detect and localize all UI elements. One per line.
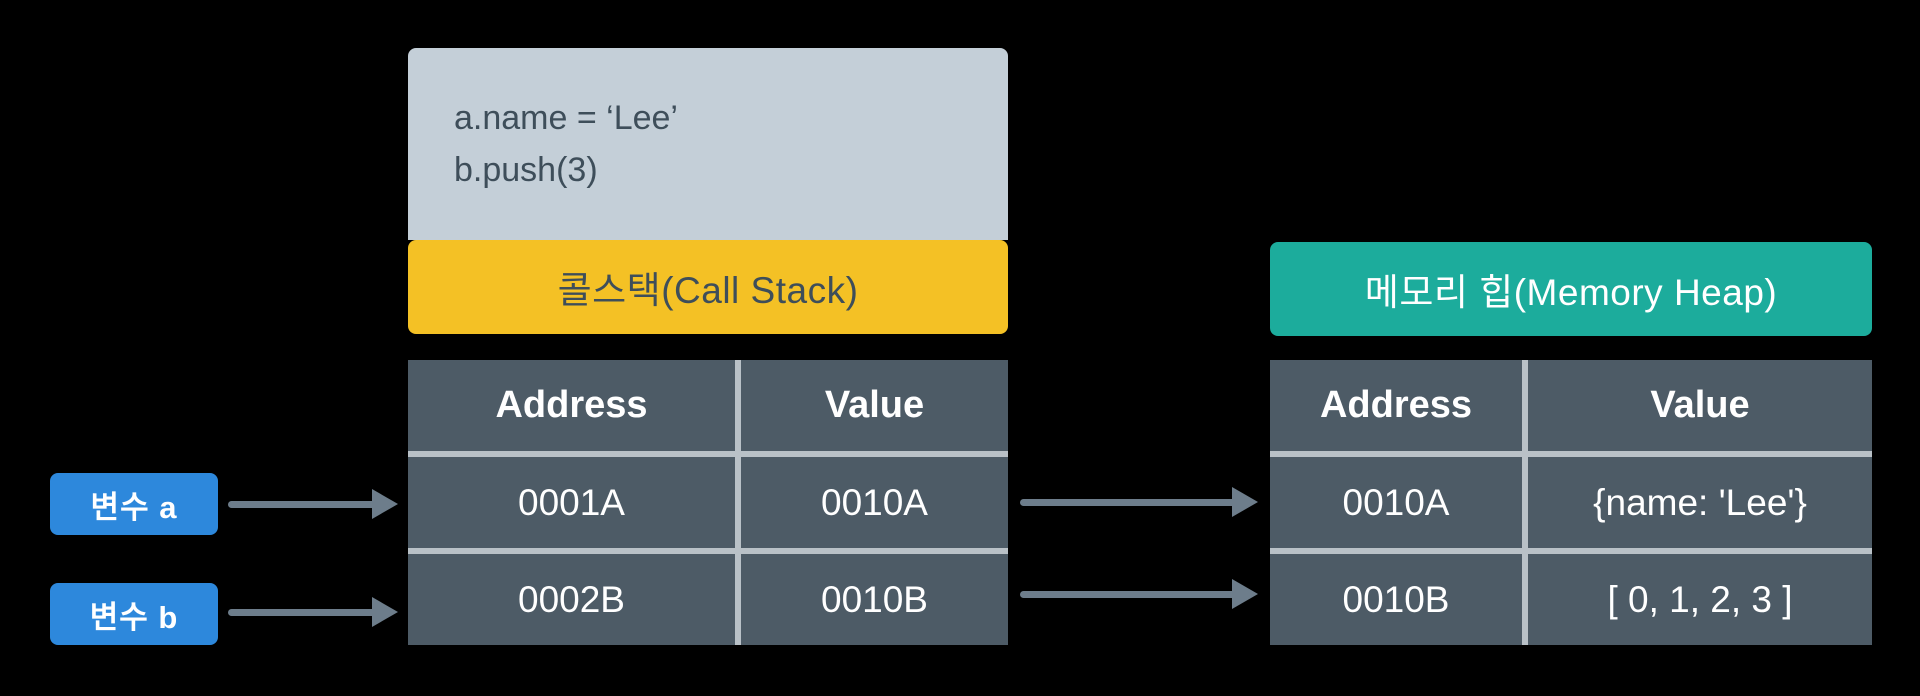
heap-row1-value: {name: 'Lee'} <box>1528 457 1872 548</box>
call-stack-header-address: Address <box>408 360 735 451</box>
heap-row2-value: [ 0, 1, 2, 3 ] <box>1528 554 1872 645</box>
code-line-2: b.push(3) <box>454 151 598 189</box>
heap-row1-address: 0010A <box>1270 457 1522 548</box>
heap-row2-address: 0010B <box>1270 554 1522 645</box>
code-line-1: a.name = ‘Lee’ <box>454 99 678 137</box>
arrow-var-b-to-stack-icon <box>228 597 398 627</box>
arrow-head-icon <box>372 489 398 519</box>
arrow-stack-to-heap-row2-icon <box>1020 579 1258 609</box>
arrow-head-icon <box>1232 579 1258 609</box>
arrow-shaft <box>228 501 376 508</box>
call-stack-banner: 콜스택(Call Stack) <box>408 240 1008 334</box>
call-stack-row1-value: 0010A <box>741 457 1008 548</box>
call-stack-row2-address: 0002B <box>408 554 735 645</box>
memory-heap-table: Address Value 0010A {name: 'Lee'} 0010B … <box>1270 360 1872 645</box>
heap-header-value: Value <box>1528 360 1872 451</box>
arrow-stack-to-heap-row1-icon <box>1020 487 1258 517</box>
heap-header-address: Address <box>1270 360 1522 451</box>
call-stack-header-value: Value <box>741 360 1008 451</box>
code-snippet-box: a.name = ‘Lee’ b.push(3) <box>408 48 1008 240</box>
variable-b-chip: 변수 b <box>50 583 218 645</box>
memory-heap-banner: 메모리 힙(Memory Heap) <box>1270 242 1872 336</box>
arrow-head-icon <box>1232 487 1258 517</box>
call-stack-table: Address Value 0001A 0010A 0002B 0010B <box>408 360 1008 645</box>
arrow-var-a-to-stack-icon <box>228 489 398 519</box>
arrow-shaft <box>228 609 376 616</box>
call-stack-row2-value: 0010B <box>741 554 1008 645</box>
arrow-shaft <box>1020 499 1236 506</box>
arrow-shaft <box>1020 591 1236 598</box>
call-stack-row1-address: 0001A <box>408 457 735 548</box>
variable-a-chip: 변수 a <box>50 473 218 535</box>
arrow-head-icon <box>372 597 398 627</box>
